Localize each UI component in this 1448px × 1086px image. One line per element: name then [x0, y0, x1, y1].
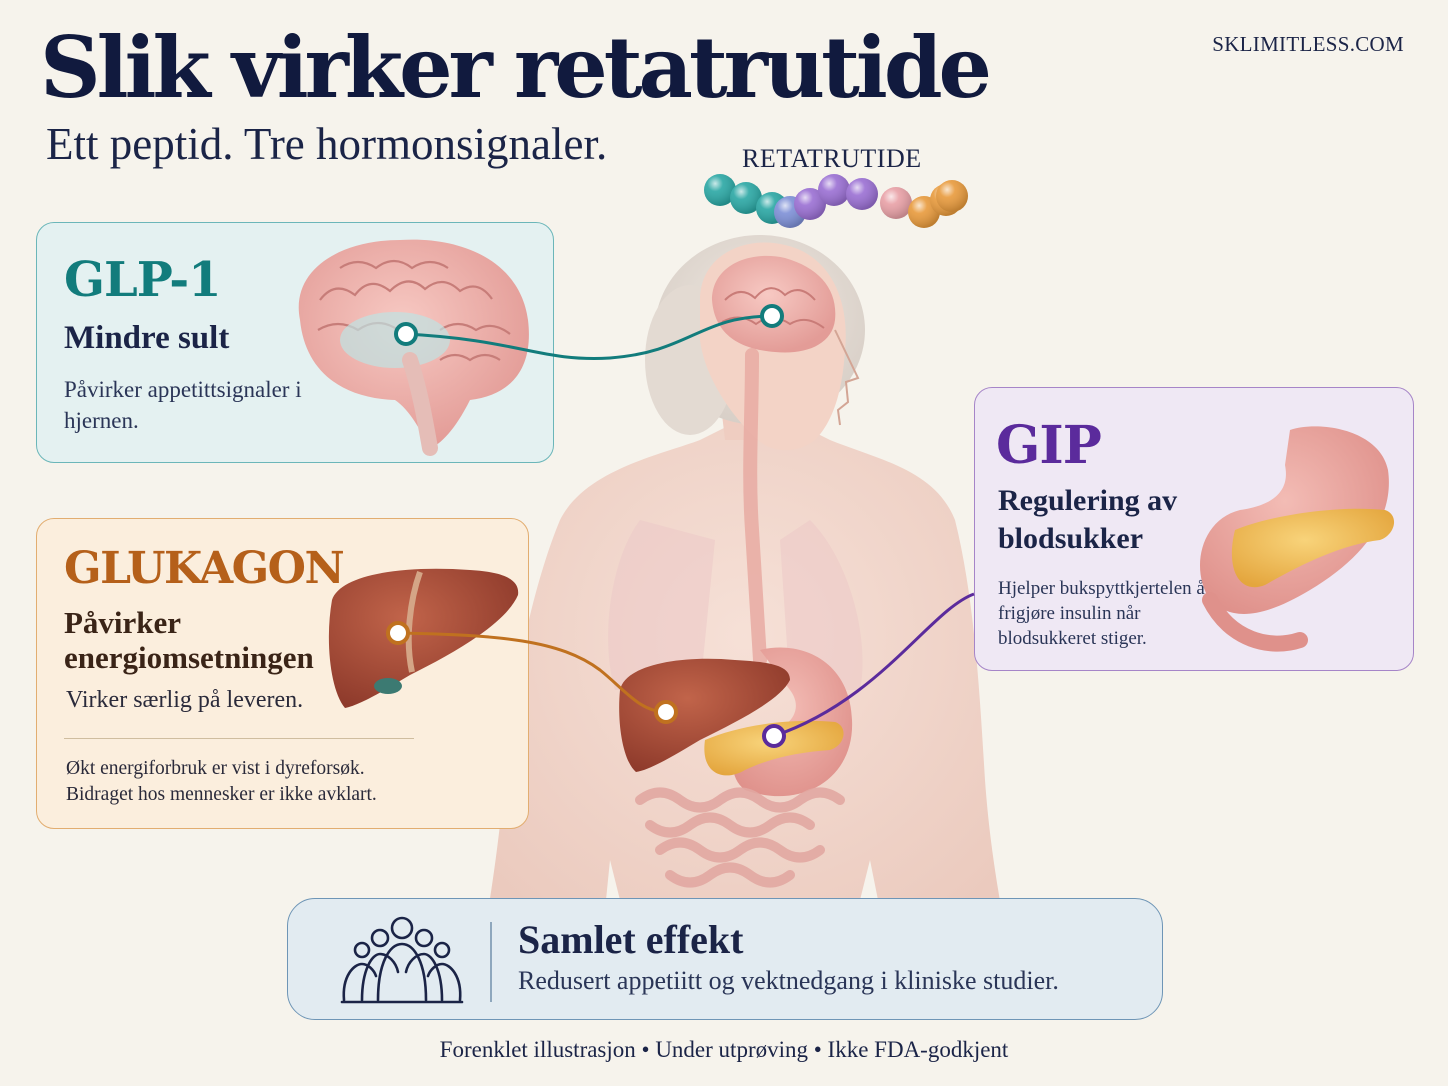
glucagon-note-line-1: Økt energiforbruk er vist i dyreforsøk.	[66, 758, 365, 779]
glucagon-body: Virker særlig på leveren.	[66, 687, 304, 713]
peptide-bead-shine	[704, 174, 736, 206]
summary-title: Samlet effekt	[518, 917, 744, 962]
glucagon-note: Økt energiforbruk er vist i dyreforsøk. …	[66, 756, 446, 808]
glucagon-note-line-2: Bidraget hos mennesker er ikke avklart.	[66, 784, 377, 805]
brain-icon	[298, 239, 529, 456]
pancreas-icon	[1200, 426, 1395, 652]
glucagon-heading: GLUKAGON	[64, 543, 345, 594]
glp1-heading: GLP-1	[64, 252, 222, 308]
peptide-label: RETATRUTIDE	[742, 144, 922, 173]
gip-subheading: Regulering av blodsukker	[998, 484, 1178, 555]
peptide-bead-shine	[846, 178, 878, 210]
site-name[interactable]: SKLIMITLESS.COM	[1212, 32, 1404, 56]
peptide-bead-shine	[730, 182, 762, 214]
glp1-body: Påvirker appetittsignaler i hjernen.	[64, 377, 302, 433]
footer-note: Forenklet illustrasjon • Under utprøving…	[439, 1037, 1009, 1062]
page-subtitle: Ett peptid. Tre hormonsignaler.	[46, 119, 608, 169]
peptide-bead-shine	[818, 174, 850, 206]
glucagon-divider	[64, 738, 414, 739]
summary-divider	[490, 922, 492, 1002]
summary-text: Redusert appetiitt og vektnedgang i klin…	[518, 966, 1059, 995]
peptide-bead-shine	[880, 187, 912, 219]
glp1-subheading: Mindre sult	[64, 320, 230, 356]
page-title: Slik virker retatrutide	[40, 18, 992, 117]
people-group-icon	[340, 916, 464, 1004]
peptide-bead-shine	[794, 188, 826, 220]
liver-icon	[328, 568, 519, 708]
glucagon-subheading: Påvirker energiomsetningen	[64, 605, 314, 675]
gip-body: Hjelper bukspyttkjertelen å frigjøre ins…	[998, 578, 1205, 649]
gip-heading: GIP	[996, 415, 1102, 476]
peptide-bead-shine	[936, 180, 968, 212]
